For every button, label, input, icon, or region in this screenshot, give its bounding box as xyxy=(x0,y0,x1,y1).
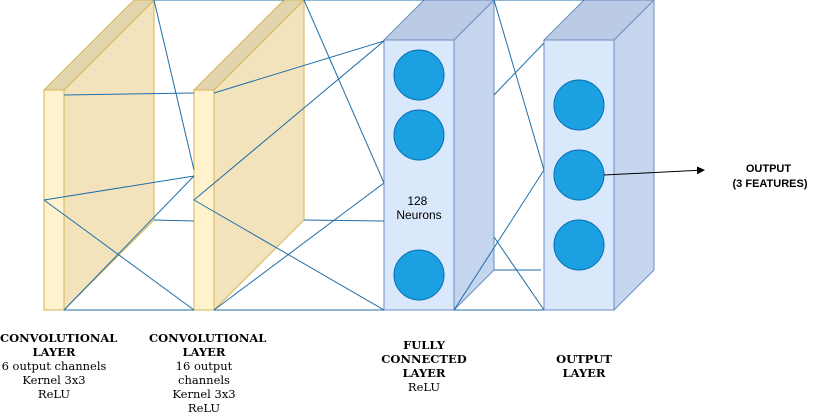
conv-layer-1-detail: 6 output channels xyxy=(1,359,107,373)
fc-neuron-count-number: 128 xyxy=(407,194,427,208)
connector-line xyxy=(63,92,195,96)
output-label: OUTPUT (3 FEATURES) xyxy=(733,163,808,190)
connector-lines xyxy=(43,0,584,311)
output-layer-block xyxy=(542,0,655,312)
output-neurons xyxy=(553,79,605,271)
connector-line xyxy=(153,219,195,222)
output-layer-side xyxy=(613,0,655,312)
fc-neuron xyxy=(393,109,445,161)
conv-layer-1-title: CONVOLUTIONAL LAYER xyxy=(0,331,118,359)
conv-layer-2-title: CONVOLUTIONAL LAYER xyxy=(149,331,267,359)
conv-layer-1-detail: Kernel 3x3 xyxy=(22,373,86,387)
conv-layer-1-detail: ReLU xyxy=(37,387,71,401)
fc-layer-title: FULLY CONNECTED LAYER xyxy=(381,338,467,380)
connector-line xyxy=(453,169,545,311)
fc-layer-side xyxy=(453,0,495,312)
fc-neurons xyxy=(393,49,445,301)
connector-line xyxy=(303,219,385,222)
fc-neuron xyxy=(393,49,445,101)
conv-layer-2-block xyxy=(192,0,305,312)
connector-line xyxy=(43,175,195,201)
connector-line xyxy=(63,175,195,311)
conv-layer-2-detail: Kernel 3x3 xyxy=(172,387,236,401)
output-layer-caption: OUTPUT LAYER xyxy=(549,352,619,380)
connector-line xyxy=(153,0,195,171)
connector-line xyxy=(193,40,385,201)
conv-layer-1-block xyxy=(42,0,155,312)
output-arrow xyxy=(603,166,705,176)
connector-line xyxy=(43,199,195,311)
output-layer-title: OUTPUT LAYER xyxy=(556,352,612,380)
fc-layer-caption: FULLY CONNECTED LAYER ReLU xyxy=(379,338,469,394)
fc-neuron xyxy=(393,249,445,301)
connector-line xyxy=(193,199,385,311)
conv-layer-2-detail: ReLU xyxy=(187,401,221,415)
output-neuron xyxy=(553,219,605,271)
output-label-line-2: (3 FEATURES) xyxy=(733,178,808,190)
conv-layer-2-detail: 16 output channels xyxy=(175,359,233,387)
connector-line xyxy=(493,236,545,311)
connector-line xyxy=(493,42,545,96)
conv-layer-2-body xyxy=(213,0,305,312)
connector-line xyxy=(213,40,385,94)
conv-layer-2-caption: CONVOLUTIONAL LAYER 16 output channels K… xyxy=(149,331,267,415)
fc-layer-detail: ReLU xyxy=(407,380,441,394)
output-label-line-1: OUTPUT xyxy=(746,163,792,175)
connector-line xyxy=(493,0,545,171)
output-neuron xyxy=(553,79,605,131)
conv-layer-2-front xyxy=(193,89,215,311)
conv-layer-1-caption: CONVOLUTIONAL LAYER 6 output channels Ke… xyxy=(0,331,118,401)
fc-neuron-count-word: Neurons xyxy=(396,208,441,222)
connector-line xyxy=(303,0,385,184)
fc-neuron-count: 128 Neurons xyxy=(396,194,441,222)
output-neuron xyxy=(553,149,605,201)
connector-line xyxy=(213,182,385,311)
